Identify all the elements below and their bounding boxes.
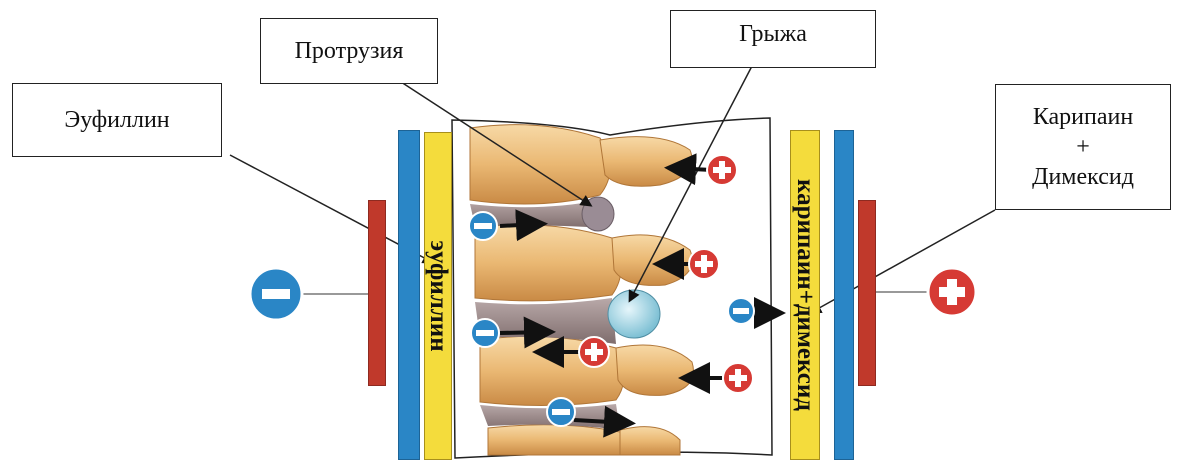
hernia-label: Грыжа [670, 10, 876, 68]
positive-ion [707, 155, 737, 185]
left-electrode-blue [398, 130, 420, 460]
left-electrode-plate [368, 200, 386, 386]
negative-ion [469, 212, 497, 240]
positive-ion [723, 363, 753, 393]
right-electrode-blue [834, 130, 854, 460]
euphyllin-label: Эуфиллин [12, 83, 222, 157]
right-pad-label: карипаин+димексид [791, 179, 819, 411]
negative-ion [728, 298, 754, 324]
left-medication-pad: эуфиллин [424, 132, 452, 460]
cathode-minus-icon [250, 268, 302, 320]
anode-plus-icon [928, 268, 976, 316]
negative-ion [547, 398, 575, 426]
karipain-text: Карипаин [1033, 102, 1133, 132]
hernia-text: Грыжа [739, 19, 807, 49]
positive-ion [689, 249, 719, 279]
protrusion-text: Протрузия [295, 36, 404, 66]
positive-ion [579, 337, 609, 367]
left-pad-label: эуфиллин [424, 240, 452, 351]
karipain-label: Карипаин + Димексид [995, 84, 1171, 210]
protrusion-label: Протрузия [260, 18, 438, 84]
right-medication-pad: карипаин+димексид [790, 130, 820, 460]
dimexide-text: Димексид [1032, 162, 1134, 192]
negative-ion [471, 319, 499, 347]
euphyllin-text: Эуфиллин [64, 105, 169, 135]
right-electrode-plate [858, 200, 876, 386]
plus-text: + [1076, 132, 1090, 162]
